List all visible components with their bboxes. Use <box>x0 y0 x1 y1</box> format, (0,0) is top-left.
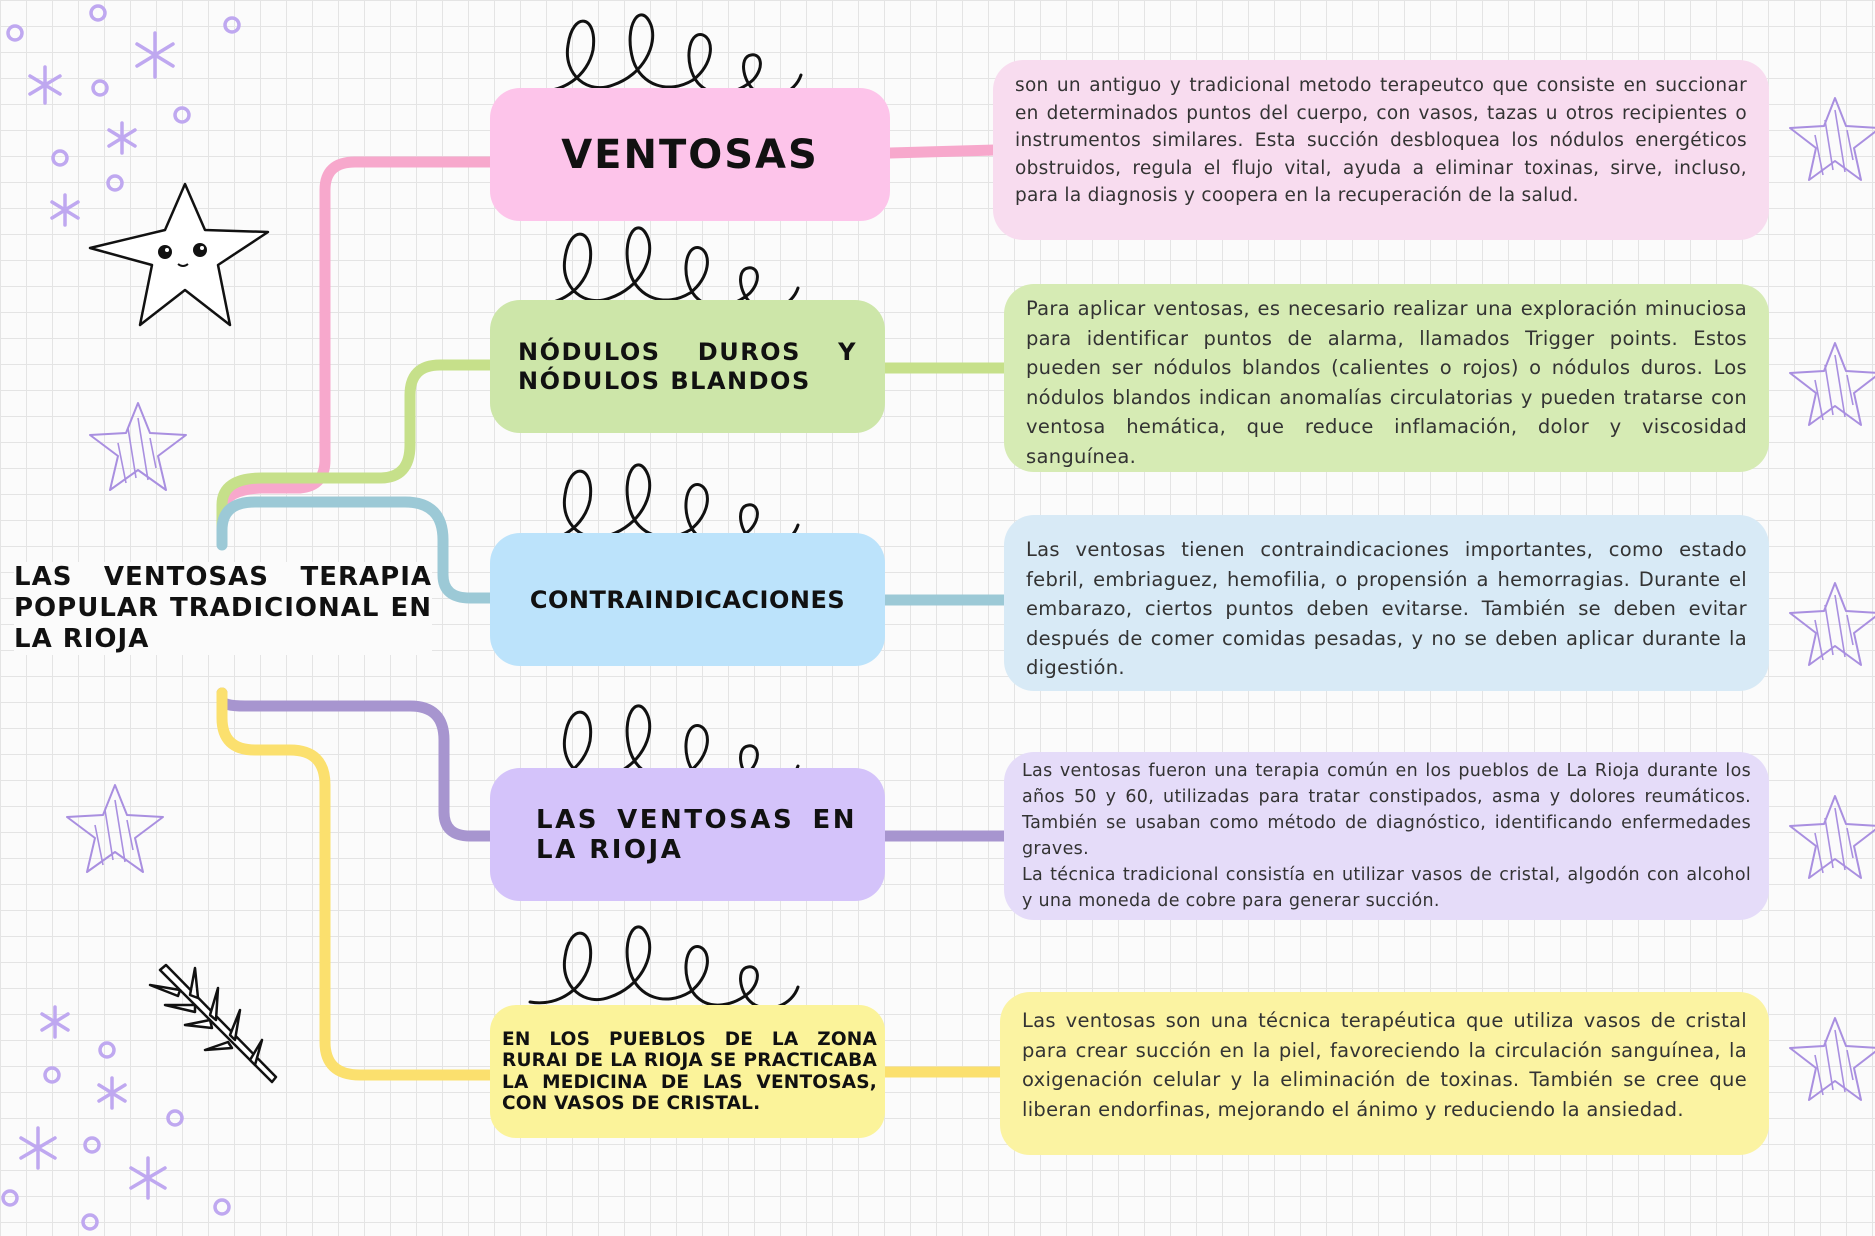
dot-icon <box>1 1189 19 1207</box>
node-ventosas-label: VENTOSAS <box>561 131 819 178</box>
node-ventosas-rioja-label: LAS VENTOSAS EN LA RIOJA <box>536 804 857 865</box>
connector-pueblos <box>216 687 1006 1081</box>
star-icon <box>1789 97 1875 181</box>
desc-ventosas-rioja: Las ventosas fueron una terapia común en… <box>1004 752 1769 920</box>
sparkle-icon <box>107 121 137 155</box>
node-contraindicaciones-label: CONTRAINDICACIONES <box>529 585 846 614</box>
node-ventosas: VENTOSAS <box>490 88 890 221</box>
dot-icon <box>91 79 109 97</box>
desc-nodulos: Para aplicar ventosas, es necesario real… <box>1004 284 1769 472</box>
connector-lines <box>216 144 1011 1081</box>
node-nodulos: NÓDULOS DUROS Y NÓDULOS BLANDOS <box>490 300 885 433</box>
desc-pueblos: Las ventosas son una técnica terapéutica… <box>1000 992 1769 1155</box>
dot-icon <box>98 1041 116 1059</box>
sparkle-icon <box>97 1076 127 1110</box>
desc-pueblos-text: Las ventosas son una técnica terapéutica… <box>1022 1009 1747 1121</box>
desc-ventosas-rioja-text-2: La técnica tradicional consistía en util… <box>1022 865 1751 911</box>
dot-icon <box>89 4 107 22</box>
desc-ventosas: son un antiguo y tradicional metodo tera… <box>993 60 1769 240</box>
dot-icon <box>51 149 69 167</box>
star-icon <box>66 784 164 873</box>
desc-contraindicaciones: Las ventosas tienen contraindicaciones i… <box>1004 515 1769 691</box>
leaf-branch-icon <box>148 963 278 1084</box>
node-contraindicaciones: CONTRAINDICACIONES <box>490 533 885 666</box>
dot-icon <box>173 106 191 124</box>
dot-icon <box>83 1136 101 1154</box>
sparkle-icon <box>129 1156 167 1200</box>
desc-ventosas-text: son un antiguo y tradicional metodo tera… <box>1015 75 1747 206</box>
sparkle-icon <box>40 1005 70 1039</box>
central-topic: LAS VENTOSAS TERAPIA POPULAR TRADICIONAL… <box>14 562 432 655</box>
dot-icon <box>43 1066 61 1084</box>
dot-icon <box>81 1213 99 1231</box>
node-nodulos-label: NÓDULOS DUROS Y NÓDULOS BLANDOS <box>518 337 857 395</box>
sparkle-icon <box>19 1126 57 1170</box>
star-icon <box>1789 795 1875 879</box>
star-icon <box>1789 582 1875 666</box>
smiling-star-icon <box>88 182 270 327</box>
dot-icon <box>166 1109 184 1127</box>
star-icon <box>1789 1017 1875 1101</box>
connector-nodulos <box>216 359 1011 536</box>
star-icon <box>1789 342 1875 426</box>
connector-contraindicaciones <box>216 496 1011 606</box>
desc-contraindicaciones-text: Las ventosas tienen contraindicaciones i… <box>1026 538 1747 679</box>
squiggle-decoration <box>531 13 803 98</box>
star-icon <box>89 402 187 491</box>
dot-icon <box>106 174 124 192</box>
node-pueblos: EN LOS PUEBLOS DE LA ZONA RURAI DE LA RI… <box>490 1005 885 1138</box>
sparkle-icon <box>135 31 175 79</box>
node-ventosas-rioja: LAS VENTOSAS EN LA RIOJA <box>490 768 885 901</box>
node-pueblos-label: EN LOS PUEBLOS DE LA ZONA RURAI DE LA RI… <box>502 1028 877 1115</box>
squiggle-decoration <box>528 226 800 311</box>
squiggle-decoration <box>528 925 800 1010</box>
sparkle-icon <box>50 193 80 227</box>
dot-icon <box>213 1198 231 1216</box>
desc-nodulos-text: Para aplicar ventosas, es necesario real… <box>1026 297 1747 468</box>
dot-icon <box>6 24 24 42</box>
sparkle-icon <box>28 65 62 105</box>
dot-icon <box>223 16 241 34</box>
desc-ventosas-rioja-text-1: Las ventosas fueron una terapia común en… <box>1022 761 1751 859</box>
